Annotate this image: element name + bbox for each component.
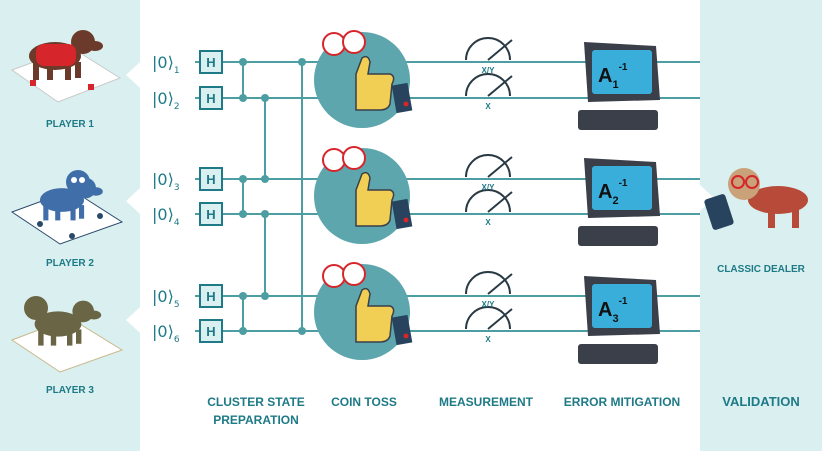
meter-label-1: X/Y (482, 66, 496, 75)
coin-toss-2 (314, 146, 413, 244)
player-3-label: PLAYER 3 (46, 385, 94, 396)
coin-toss-1 (314, 30, 413, 128)
dealer-dog-icon (704, 168, 808, 230)
coin-icon (322, 148, 346, 172)
mitigation-label-2: A2-1 (598, 178, 628, 207)
meters (465, 37, 513, 330)
mitigation-label-3: A3-1 (598, 296, 628, 325)
svg-text:H: H (206, 324, 215, 339)
stage-label-4: ERROR MITIGATION (564, 395, 680, 409)
coin-icon (322, 264, 346, 288)
h-gate-1: H (199, 50, 223, 74)
meter-label-6: X (485, 335, 491, 344)
hadamard-gates: H H H H H H (199, 50, 223, 343)
player-3: PLAYER 3 (10, 296, 124, 396)
thumbs-up-hand-icon (355, 171, 395, 227)
panel-arrow-3 (126, 307, 140, 333)
stage-label-1b: PREPARATION (213, 413, 299, 427)
player-1-label: PLAYER 1 (46, 119, 94, 130)
player-2-label: PLAYER 2 (46, 258, 94, 269)
meter-label-4: X (485, 218, 491, 227)
meter-labels: X/Y X X/Y X X/Y X (482, 66, 496, 344)
h-gate-4: H (199, 202, 223, 226)
thumbs-up-hand-icon (355, 287, 395, 343)
computer-1: A1-1 (578, 42, 660, 130)
stage-label-3: MEASUREMENT (439, 395, 534, 409)
meter-6 (465, 306, 513, 330)
validation-label: VALIDATION (722, 394, 800, 409)
panel-arrow-2 (126, 188, 140, 214)
player-2: PLAYER 2 (10, 170, 124, 269)
computer-2: A2-1 (578, 158, 660, 246)
ket-2: |0⟩2 (152, 89, 180, 112)
stage-label-2: COIN TOSS (331, 395, 397, 409)
h-gate-2: H (199, 86, 223, 110)
keyboard-icon (578, 110, 658, 130)
stage-label-1: CLUSTER STATE (207, 395, 305, 409)
meter-4 (465, 189, 513, 213)
meter-label-3: X/Y (482, 183, 496, 192)
meter-3 (465, 154, 513, 178)
coin-toss-3 (314, 262, 413, 360)
monitor-screen (592, 166, 652, 210)
svg-text:H: H (206, 207, 215, 222)
svg-text:H: H (206, 172, 215, 187)
cz-dots (239, 58, 306, 335)
coin-icon (322, 32, 346, 56)
meter-2 (465, 73, 513, 97)
meter-1 (465, 37, 513, 61)
mitigation-label-1: A1-1 (598, 62, 628, 91)
panel-arrow-1 (126, 62, 140, 88)
dealer-label: CLASSIC DEALER (717, 264, 806, 275)
monitor-screen (592, 50, 652, 94)
meter-label-5: X/Y (482, 300, 496, 309)
thumbs-up-hand-icon (355, 55, 395, 111)
h-gate-6: H (199, 319, 223, 343)
keyboard-icon (578, 226, 658, 246)
computer-3: A3-1 (578, 276, 660, 364)
calculator-icon (704, 194, 734, 230)
ket-4: |0⟩4 (152, 205, 180, 228)
svg-text:H: H (206, 289, 215, 304)
svg-text:H: H (206, 91, 215, 106)
ket-1: |0⟩1 (152, 53, 180, 76)
dealer-arrow (700, 185, 714, 211)
h-gate-5: H (199, 284, 223, 308)
ket-labels: |0⟩1 |0⟩2 |0⟩3 |0⟩4 |0⟩5 |0⟩6 (152, 53, 180, 345)
keyboard-icon (578, 344, 658, 364)
meter-5 (465, 271, 513, 295)
ket-6: |0⟩6 (152, 322, 180, 345)
ket-3: |0⟩3 (152, 170, 180, 193)
svg-text:H: H (206, 55, 215, 70)
monitor-screen (592, 284, 652, 328)
player-1: PLAYER 1 (10, 30, 122, 130)
meter-label-2: X (485, 102, 491, 111)
ket-5: |0⟩5 (152, 287, 180, 310)
h-gate-3: H (199, 167, 223, 191)
